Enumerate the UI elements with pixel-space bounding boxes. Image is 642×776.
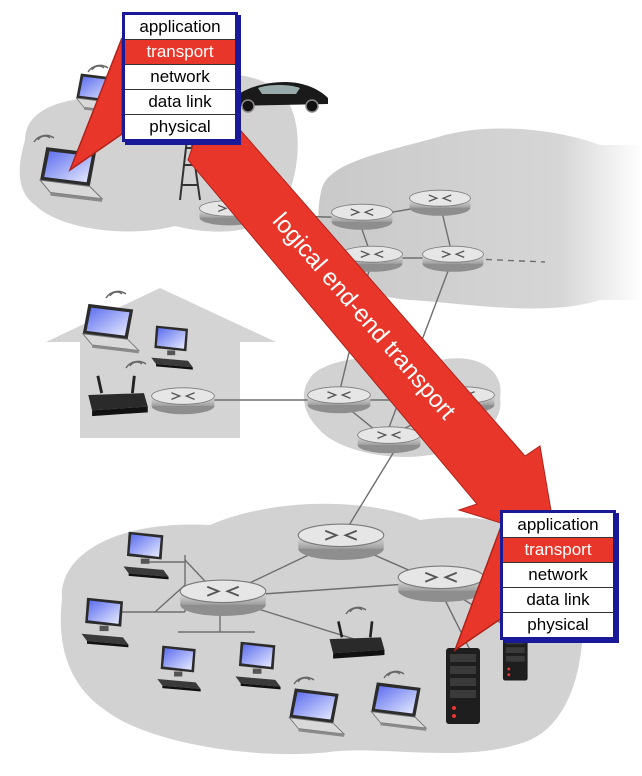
router-regional-1 — [306, 386, 372, 414]
car-icon — [232, 82, 328, 113]
router-enterprise-2 — [179, 579, 267, 617]
router-home — [150, 387, 216, 415]
router-isp-4 — [421, 245, 485, 273]
stack-bottom-layer-data-link: data link — [503, 588, 613, 613]
router-isp-2 — [408, 189, 472, 217]
desktop-enterprise-3 — [157, 645, 201, 692]
stack-top-layer-application: application — [125, 15, 235, 40]
stack-top-layer-network: network — [125, 65, 235, 90]
desktop-enterprise-1 — [123, 531, 169, 580]
router-isp-1 — [330, 203, 394, 231]
server-front — [446, 648, 480, 724]
router-enterprise-3 — [397, 565, 485, 603]
router-regional-3 — [356, 426, 422, 454]
desktop-enterprise-2 — [81, 597, 129, 648]
wireless-signal-icons — [33, 64, 405, 685]
stack-top-layer-data-link: data link — [125, 90, 235, 115]
desktop-enterprise-4 — [235, 641, 281, 690]
stack-top-layer-transport: transport — [125, 40, 235, 65]
protocol-stack-bottom: application transport network data link … — [500, 510, 616, 640]
stack-bottom-layer-transport: transport — [503, 538, 613, 563]
stack-bottom-layer-physical: physical — [503, 613, 613, 637]
protocol-stack-top: application transport network data link … — [122, 12, 238, 142]
stack-bottom-layer-application: application — [503, 513, 613, 538]
stack-top-layer-physical: physical — [125, 115, 235, 139]
stack-bottom-layer-network: network — [503, 563, 613, 588]
router-enterprise-1 — [297, 523, 385, 561]
desktop-home — [151, 325, 193, 370]
